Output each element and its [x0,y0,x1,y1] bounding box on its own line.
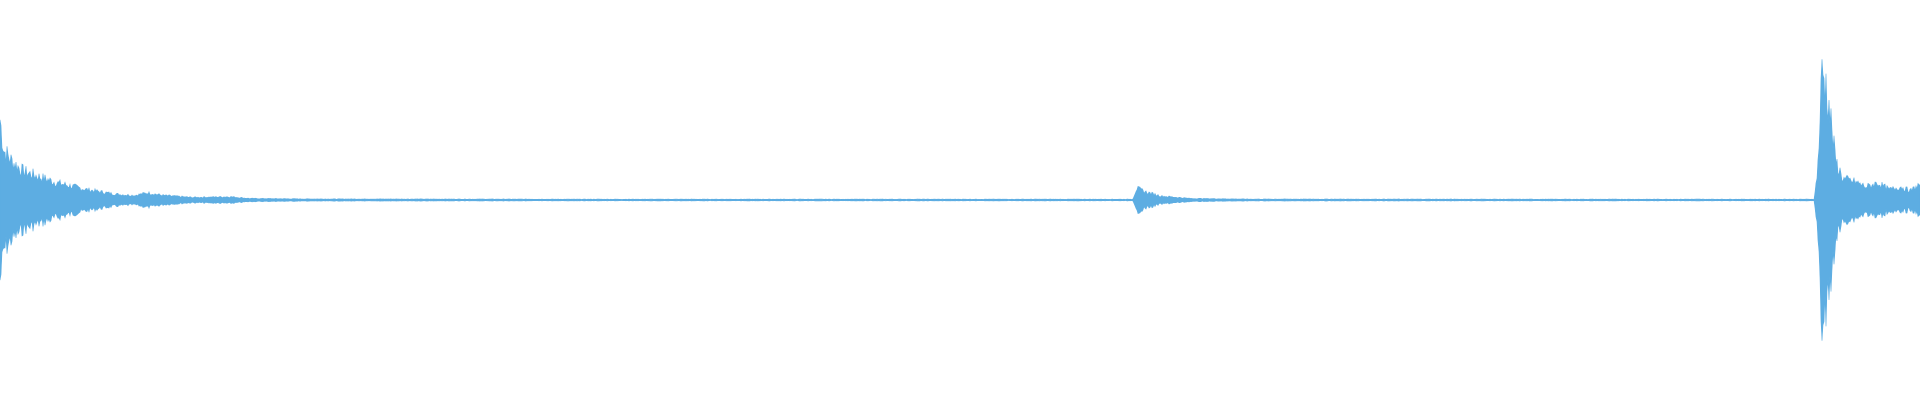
waveform-envelope [0,59,1920,341]
